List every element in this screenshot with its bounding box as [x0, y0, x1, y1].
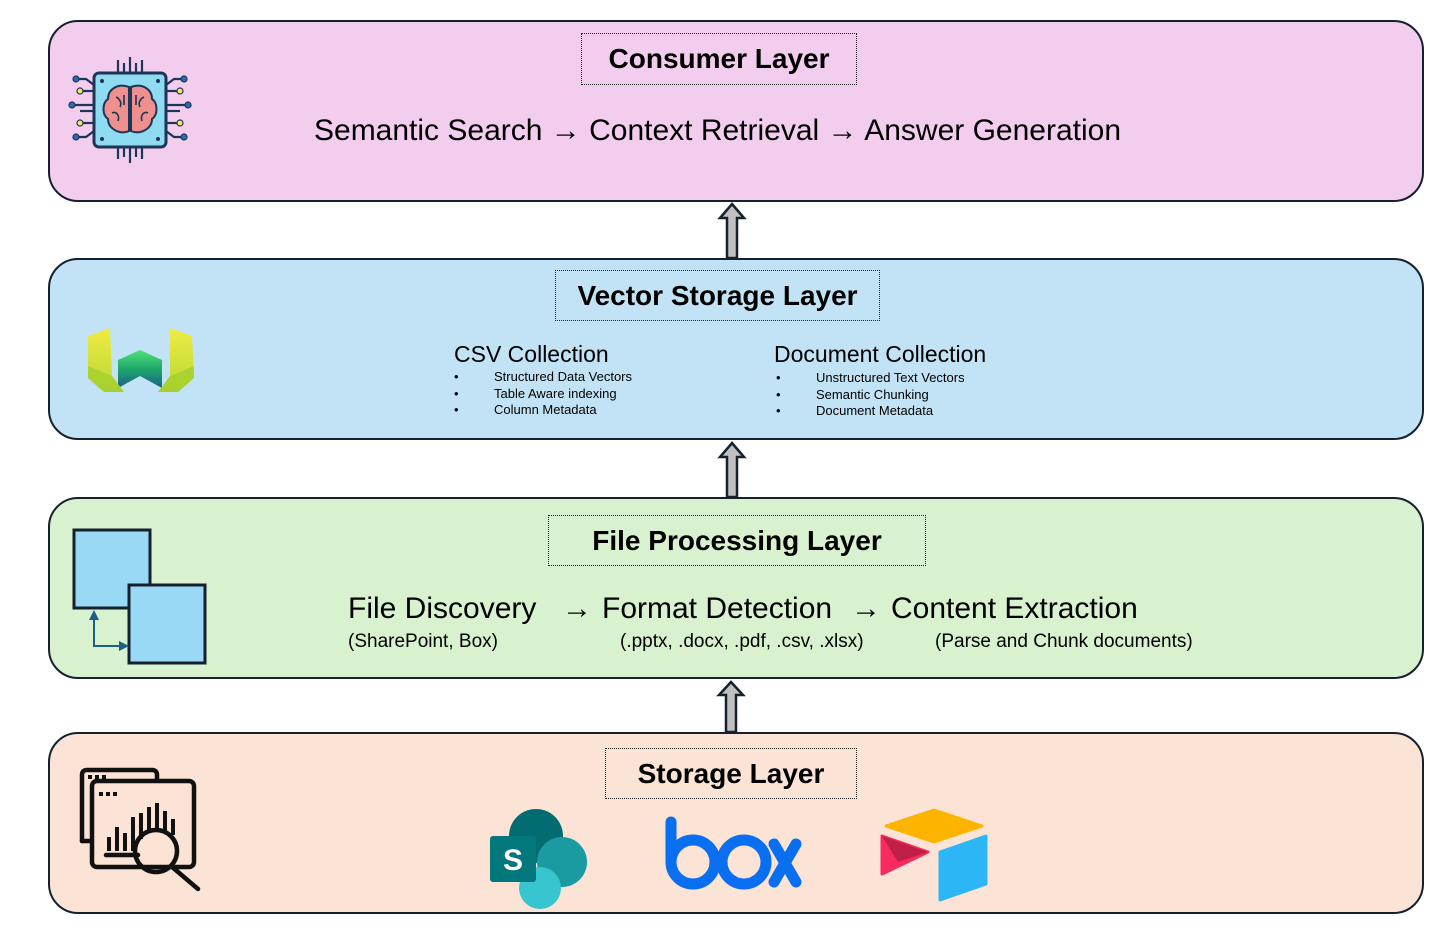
sharepoint-logo-letter: S	[503, 844, 523, 877]
list-item: •Table Aware indexing	[454, 385, 617, 401]
document-collection-list: •Unstructured Text Vectors •Semantic Chu…	[776, 370, 965, 420]
flow-arrow-icon: →	[851, 592, 881, 625]
bullet-icon: •	[776, 403, 781, 418]
csv-collection-title: CSV Collection	[454, 341, 609, 367]
document-collection-title: Document Collection	[774, 341, 987, 367]
storage-layer-title-text: Storage Layer	[637, 757, 825, 789]
bullet-icon: •	[776, 370, 781, 385]
sharepoint-logo-icon: S	[490, 809, 587, 909]
box-logo-icon	[665, 816, 802, 890]
vector-storage-layer-title-text: Vector Storage Layer	[577, 279, 858, 311]
file-processing-layer-title: File Processing Layer	[548, 515, 926, 566]
bullet-icon: •	[454, 369, 459, 384]
airtable-logo-icon	[880, 808, 988, 902]
file-discovery-detail: (SharePoint, Box)	[348, 631, 498, 652]
bullet-icon: •	[454, 402, 459, 417]
file-transfer-icon	[72, 528, 207, 665]
list-item: •Unstructured Text Vectors	[776, 370, 965, 385]
vector-storage-layer-title: Vector Storage Layer	[555, 270, 880, 321]
weaviate-logo-icon	[88, 328, 194, 392]
file-processing-layer-title-text: File Processing Layer	[592, 524, 882, 556]
consumer-layer	[48, 20, 1424, 202]
consumer-layer-title: Consumer Layer	[581, 33, 857, 85]
consumer-layer-title-text: Consumer Layer	[608, 43, 830, 74]
file-discovery-step: File Discovery	[348, 592, 537, 625]
list-item: •Column Metadata	[454, 402, 597, 417]
flow-arrow-icon: →	[562, 592, 592, 625]
bullet-icon: •	[454, 385, 459, 401]
content-extraction-step: Content Extraction	[891, 592, 1138, 625]
vector-storage-layer	[48, 258, 1424, 440]
up-arrow-vector-to-consumer	[717, 202, 747, 260]
csv-collection-list: •Structured Data Vectors •Table Aware in…	[454, 369, 632, 419]
bullet-icon: •	[776, 386, 781, 402]
list-item: •Structured Data Vectors	[454, 369, 633, 384]
list-item: •Semantic Chunking	[776, 386, 929, 402]
format-detection-step: Format Detection	[602, 592, 833, 625]
content-extraction-detail: (Parse and Chunk documents)	[935, 631, 1193, 652]
data-analytics-search-icon	[79, 767, 201, 892]
up-arrow-processing-to-vector	[717, 441, 747, 499]
list-item: •Document Metadata	[776, 403, 934, 418]
file-processing-layer	[48, 497, 1424, 679]
format-detection-detail: (.pptx, .docx, .pdf, .csv, .xlsx)	[620, 631, 864, 652]
ai-chip-brain-icon	[68, 57, 192, 163]
storage-layer-title: Storage Layer	[605, 748, 857, 799]
consumer-flow-text: Semantic Search → Context Retrieval → An…	[314, 114, 1122, 147]
up-arrow-storage-to-processing	[716, 680, 746, 734]
